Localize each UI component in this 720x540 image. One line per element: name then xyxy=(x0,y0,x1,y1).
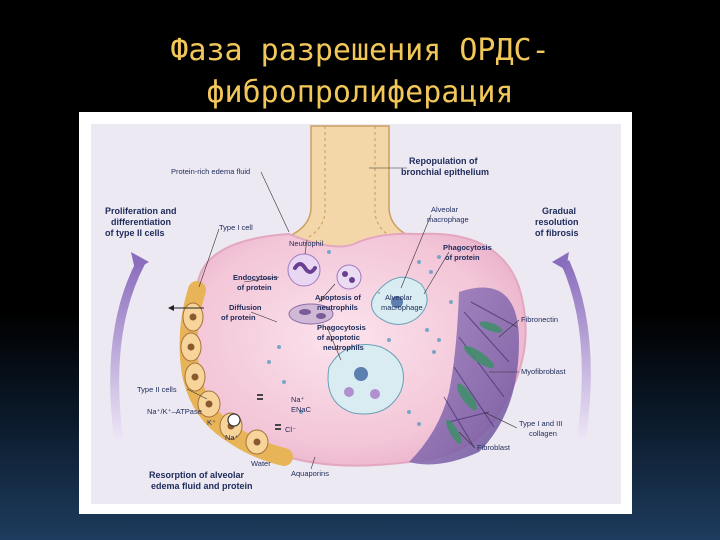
label-cl-minus: Cl⁻ xyxy=(285,425,296,434)
alveolar-macrophage-upper xyxy=(371,276,428,325)
label-phagocytosis-protein-1: Phagocytosis xyxy=(443,243,492,252)
label-type-i-cell: Type I cell xyxy=(219,223,253,232)
label-atpase: Na⁺/K⁺–ATPase xyxy=(147,407,202,416)
label-type-ii-cells: Type II cells xyxy=(137,385,177,394)
resolution-arrow xyxy=(560,260,591,443)
label-diffusion-1: Diffusion xyxy=(229,303,262,312)
label-gradual-1: Gradual xyxy=(542,206,576,216)
label-fibroblast: Fibroblast xyxy=(477,443,511,452)
label-neutrophil: Neutrophil xyxy=(289,239,324,248)
alveolus-illustration: Protein-rich edema fluid Repopulation of… xyxy=(91,124,621,504)
label-collagen-2: collagen xyxy=(529,429,557,438)
neutrophil xyxy=(287,253,321,287)
ion-channel-atpase xyxy=(227,413,241,427)
label-alveolar-macrophage-top-2: macrophage xyxy=(427,215,469,224)
label-endocytosis-2: of protein xyxy=(237,283,272,292)
label-enac: ENaC xyxy=(291,405,312,414)
fibrosis-zone xyxy=(409,287,519,465)
label-repopulation-1: Repopulation of xyxy=(409,156,478,166)
label-proliferation-1: Proliferation and xyxy=(105,206,177,216)
type-ii-cells xyxy=(180,302,269,455)
alveolus-diagram: Protein-rich edema fluid Repopulation of… xyxy=(79,112,632,514)
label-resorption-2: edema fluid and protein xyxy=(151,481,253,491)
label-resorption-1: Resorption of alveolar xyxy=(149,470,245,480)
label-na-plus-2: Na⁺ xyxy=(225,433,239,442)
label-aquaporins: Aquaporins xyxy=(291,469,329,478)
apoptotic-neutrophils-cluster xyxy=(288,303,334,325)
label-phago-apoptotic-2: of apoptotic xyxy=(317,333,360,342)
label-water: Water xyxy=(251,459,271,468)
apoptotic-neutrophil xyxy=(336,264,362,290)
label-edema-fluid: Protein-rich edema fluid xyxy=(171,167,250,176)
label-k-plus: K⁺ xyxy=(207,418,216,427)
label-apoptosis-1: Apoptosis of xyxy=(315,293,361,302)
label-fibronectin: Fibronectin xyxy=(521,315,558,324)
label-phago-apoptotic-3: neutrophils xyxy=(323,343,364,352)
label-alveolar-macrophage-mid-1: Alveolar xyxy=(385,293,413,302)
label-apoptosis-2: neutrophils xyxy=(317,303,358,312)
label-collagen-1: Type I and III xyxy=(519,419,562,428)
label-gradual-3: of fibrosis xyxy=(535,228,579,238)
label-repopulation-2: bronchial epithelium xyxy=(401,167,489,177)
alveolar-macrophage-lower xyxy=(327,344,404,415)
label-endocytosis-1: Endocytosis xyxy=(233,273,278,282)
label-alveolar-macrophage-top-1: Alveolar xyxy=(431,205,459,214)
label-proliferation-2: differentiation xyxy=(111,217,171,227)
protein-particles xyxy=(267,250,453,426)
label-proliferation-3: of type II cells xyxy=(105,228,165,238)
slide-title: Фаза разрешения ОРДС- фибропролиферация xyxy=(0,30,720,114)
slide-title-line-2: фибропролиферация xyxy=(206,75,514,110)
label-diffusion-2: of protein xyxy=(221,313,256,322)
label-gradual-2: resolution xyxy=(535,217,579,227)
label-alveolar-macrophage-mid-2: macrophage xyxy=(381,303,423,312)
slide-title-line-1: Фаза разрешения ОРДС- xyxy=(170,33,550,68)
label-myofibroblast: Myofibroblast xyxy=(521,367,567,376)
label-phago-apoptotic-1: Phagocytosis xyxy=(317,323,366,332)
label-na-plus: Na⁺ xyxy=(291,395,305,404)
myofibroblast-cells xyxy=(446,321,503,445)
label-phagocytosis-protein-2: of protein xyxy=(445,253,480,262)
proliferation-arrow xyxy=(110,259,145,443)
